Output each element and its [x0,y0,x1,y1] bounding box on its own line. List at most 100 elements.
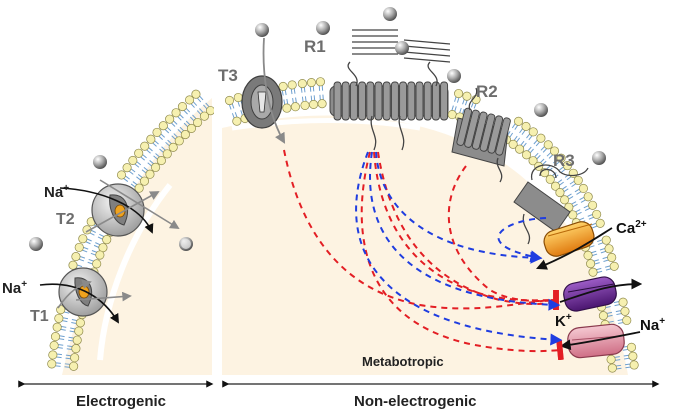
transporter-t1-icon [58,267,108,317]
electrogenic-label: Electrogenic [76,393,166,410]
lipid-head [174,136,184,146]
lipid-head [462,91,472,101]
lipid-head [185,95,195,105]
lipid-head [139,176,150,186]
lipid-head [578,183,588,194]
r2-label: R2 [476,82,498,101]
lipid-head [140,141,150,151]
lipid-head [70,353,80,363]
lipid-head [50,332,61,342]
t1-grey-arrow-2 [75,291,132,302]
non-electrogenic-label: Non-electrogenic [354,393,477,410]
lipid-head [186,123,197,133]
receptor-helix [358,81,367,121]
t2-grey-arrow-2 [85,191,160,233]
lipid-head [75,318,85,328]
lipid-head [233,92,243,103]
lipid-head [287,80,297,90]
t2-grey-arrow-1 [99,179,180,230]
lipid-head [454,88,464,99]
r3-activation-line [497,217,547,263]
lipid-head [122,163,132,173]
lipid-head [78,234,88,244]
lipid-head [71,252,81,262]
receptor-helix [487,115,504,154]
r3-label: R3 [553,151,575,170]
lipid-head [309,99,319,109]
calcium-ion-label: Ca2+ [616,219,647,237]
lipid-head [607,252,617,263]
receptor-helix [407,81,416,121]
receptor-helix [423,81,432,121]
t1-label: T1 [30,308,49,325]
sodium-ion-label: Na+ [640,316,665,334]
r1-inhibition-line-1 [373,151,559,311]
lipid-head [549,146,560,156]
potassium-ion-label: K+ [555,312,572,330]
lipid-head [601,235,611,245]
lipid-head [162,149,172,159]
r1-activation-line-3 [355,151,563,346]
metabotropic-label: Metabotropic [362,354,444,369]
lipid-head [71,344,81,354]
lipid-head [152,127,162,137]
lipid-head [562,161,572,171]
lipid-head [545,174,555,184]
lipid-head [297,79,307,89]
receptor-helix [366,81,375,121]
r1-label: R1 [304,37,326,56]
lipid-head [536,133,546,143]
lipid-head [116,170,127,180]
lipid-head [193,117,203,128]
lipid-head [49,340,59,350]
lipid-head [224,95,235,106]
lipid-head [629,360,639,370]
t2-label: T2 [56,211,75,228]
lipid-head [134,183,144,193]
receptor-helix [495,117,511,156]
lipid-head [583,192,593,202]
receptor-r1-extracellular-domain [352,29,451,63]
lipid-head [74,242,84,252]
t1-na-ion-label: Na+ [2,279,27,297]
lipid-head [515,144,525,154]
lipid-head [48,350,58,360]
lipid-head [146,134,156,144]
receptor-helix [374,81,383,121]
lipid-head [306,78,316,88]
lipid-head [508,139,518,149]
t2-na-ion-label: Na+ [44,183,69,201]
receptor-helix [431,81,440,121]
lipid-head [560,195,570,205]
lipid-head [513,116,524,126]
r1-inhibition-line-3 [360,151,564,361]
lipid-head [151,162,161,172]
lipid-head [199,111,209,121]
lipid-head [317,99,327,109]
lipid-head [555,188,565,198]
r1-activation-line-2 [369,151,561,311]
k-efflux-arrow [559,278,643,303]
ca-influx-arrow [536,227,613,270]
lipid-head [598,311,608,321]
lipid-head [573,175,583,185]
receptor-helix [415,81,424,121]
receptor-helix [479,113,496,152]
lipid-head [278,81,288,91]
receptor-helix [440,81,449,121]
na-influx-arrow [559,331,641,351]
lipid-head [158,121,168,131]
lipid-head [521,121,531,132]
lipid-head [177,102,187,112]
lipid-head [588,267,598,277]
lipid-head [607,363,617,373]
transporter-t3-icon [241,75,283,129]
cytoplasm-right [222,115,628,375]
receptor-helix [390,81,399,121]
t3-label: T3 [218,66,238,85]
lipid-head [543,140,553,150]
lipid-head [604,244,614,254]
lipid-head [72,335,82,345]
lipid-head [95,250,105,260]
